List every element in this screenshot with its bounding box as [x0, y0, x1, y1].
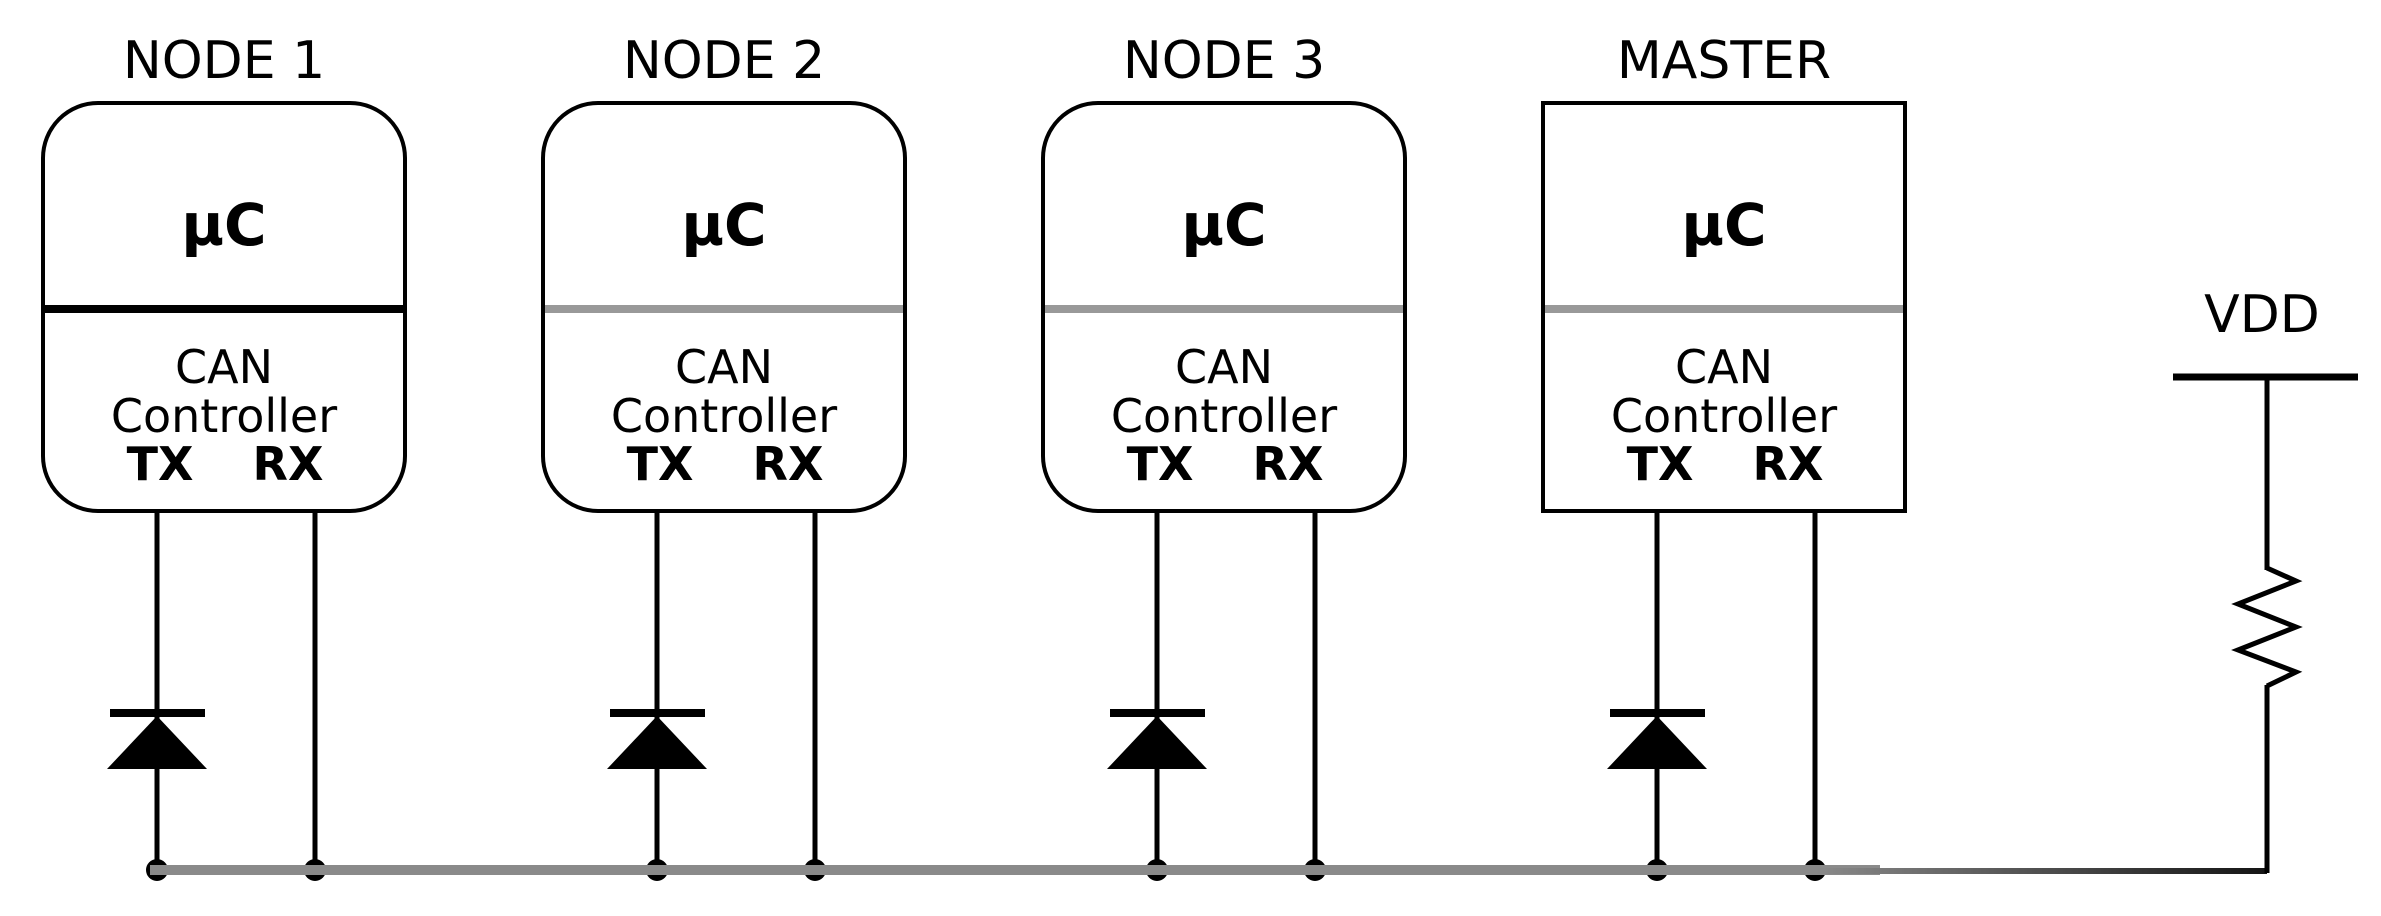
resistor-icon	[2231, 565, 2303, 689]
chip-label: µC	[1681, 191, 1766, 259]
diode-icon	[1607, 709, 1707, 769]
tx-pin-label: TX	[627, 437, 694, 491]
node-1: NODE 1 µC CAN Controller TX RX	[41, 31, 407, 881]
rx-pin-label: RX	[1253, 437, 1324, 491]
rx-pin-label: RX	[253, 437, 324, 491]
chip-label: µC	[181, 191, 266, 259]
can-label: CAN	[1175, 340, 1273, 394]
controller-label: Controller	[111, 389, 337, 443]
can-label: CAN	[675, 340, 773, 394]
vdd-label: VDD	[2204, 285, 2320, 345]
rx-pin-label: RX	[753, 437, 824, 491]
diode-icon	[607, 709, 707, 769]
diode-icon	[107, 709, 207, 769]
chip-label: µC	[1181, 191, 1266, 259]
controller-label: Controller	[1111, 389, 1337, 443]
controller-label: Controller	[611, 389, 837, 443]
node-label: NODE 3	[1123, 31, 1325, 91]
vdd-pullup: VDD	[2173, 285, 2358, 873]
controller-label: Controller	[1611, 389, 1837, 443]
node-master: MASTER µC CAN Controller TX RX	[1541, 31, 1907, 881]
node-3: NODE 3 µC CAN Controller TX RX	[1041, 31, 1407, 881]
node-label: NODE 2	[623, 31, 825, 91]
node-2: NODE 2 µC CAN Controller TX RX	[541, 31, 907, 881]
diode-icon	[1107, 709, 1207, 769]
tx-pin-label: TX	[1627, 437, 1694, 491]
node-label: MASTER	[1617, 31, 1831, 91]
can-label: CAN	[1675, 340, 1773, 394]
chip-label: µC	[681, 191, 766, 259]
rx-pin-label: RX	[1753, 437, 1824, 491]
can-label: CAN	[175, 340, 273, 394]
tx-pin-label: TX	[127, 437, 194, 491]
tx-pin-label: TX	[1127, 437, 1194, 491]
node-label: NODE 1	[123, 31, 325, 91]
